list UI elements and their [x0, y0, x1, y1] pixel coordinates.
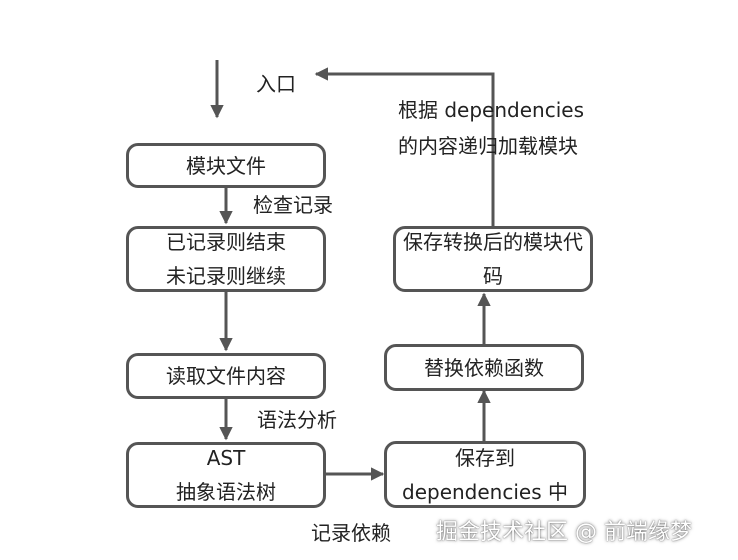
- node-save-deps: 保存到 dependencies 中: [384, 441, 586, 508]
- node-text: 模块文件: [186, 153, 266, 178]
- node-check-record: 已记录则结束 未记录则继续: [126, 226, 326, 292]
- node-text: 替换依赖函数: [424, 355, 544, 380]
- node-text: 保存到: [455, 445, 515, 470]
- label-parse: 语法分析: [257, 408, 337, 432]
- node-text: 码: [483, 264, 503, 288]
- watermark: 掘金技术社区 @ 前端缘梦: [436, 520, 692, 545]
- node-read-content: 读取文件内容: [126, 353, 326, 399]
- node-text: 抽象语法树: [176, 480, 276, 504]
- node-text: 未记录则继续: [166, 264, 286, 288]
- node-text: 已记录则结束: [166, 230, 286, 254]
- node-ast: AST 抽象语法树: [126, 442, 326, 508]
- label-check: 检查记录: [253, 193, 333, 217]
- node-text: 读取文件内容: [166, 364, 286, 388]
- node-text: dependencies 中: [402, 479, 568, 504]
- node-replace-deps: 替换依赖函数: [384, 344, 584, 391]
- node-text: 保存转换后的模块代: [403, 230, 583, 254]
- label-recurse-line1: 根据 dependencies: [398, 98, 584, 122]
- label-record-deps: 记录依赖: [311, 521, 391, 545]
- node-text: AST: [206, 446, 246, 470]
- node-save-code: 保存转换后的模块代 码: [393, 226, 593, 292]
- node-module-file: 模块文件: [126, 143, 326, 188]
- arrow-code-to-entry: [314, 67, 495, 226]
- label-entry: 入口: [256, 72, 296, 96]
- label-recurse-line2: 的内容递归加载模块: [398, 134, 578, 158]
